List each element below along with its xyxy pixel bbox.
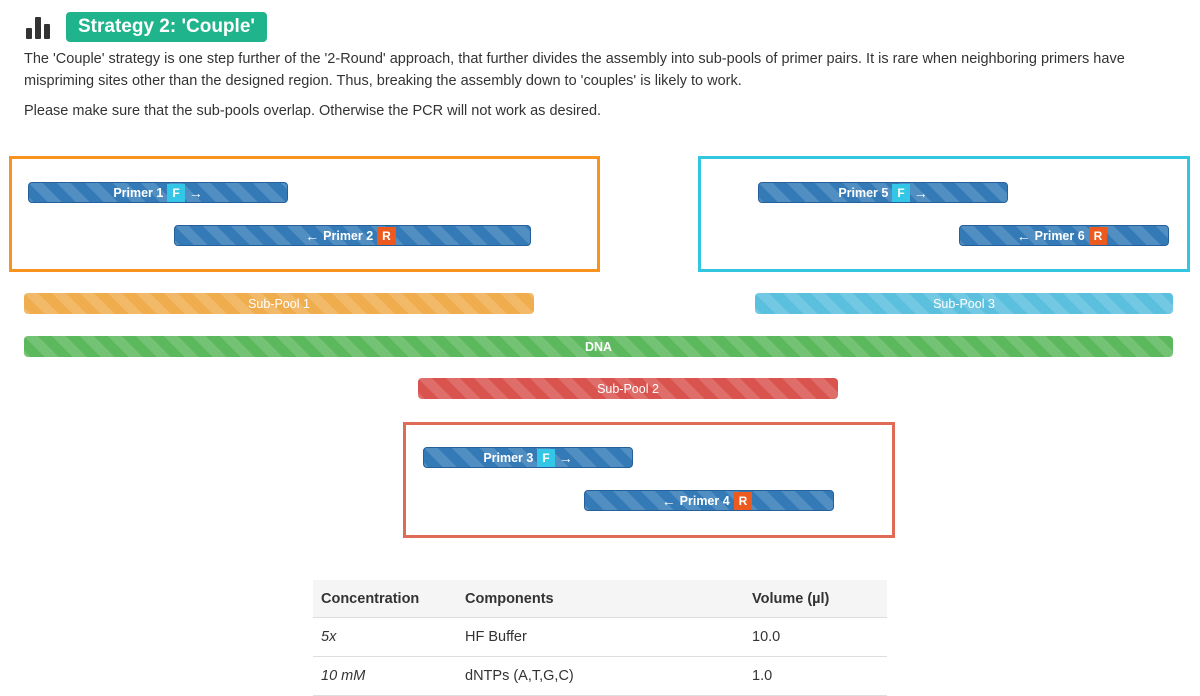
table-row: 10 mM dNTPs (A,T,G,C) 1.0 [313, 656, 887, 696]
primer-4-bar: ← Primer 4 R [584, 490, 834, 511]
dna-bar: DNA [24, 336, 1173, 357]
component-cell: HF Buffer [457, 617, 744, 657]
primer-label: Primer 6 [1034, 228, 1085, 243]
reverse-tag: R [1088, 226, 1108, 245]
sub-pool-2-bar: Sub-Pool 2 [418, 378, 838, 399]
primer-label: Primer 4 [679, 493, 730, 508]
volume-cell: 1.0 [744, 656, 887, 696]
bar-chart-icon [26, 15, 52, 39]
arrow-left-icon: ← [1016, 227, 1031, 244]
arrow-right-icon: → [188, 184, 203, 201]
reverse-tag: R [377, 226, 396, 245]
arrow-left-icon: ← [661, 492, 676, 509]
primer-5-bar: Primer 5 F → [758, 182, 1008, 203]
sub-pool-1-bar: Sub-Pool 1 [24, 293, 534, 314]
couple-box-2 [403, 422, 895, 538]
concentration-cell: 5x [313, 617, 457, 657]
forward-tag: F [892, 183, 910, 202]
volume-cell: 10.0 [744, 617, 887, 657]
arrow-right-icon: → [558, 449, 573, 466]
table-header-row: Concentration Components Volume (µl) [313, 580, 887, 618]
forward-tag: F [167, 183, 185, 202]
forward-tag: F [537, 448, 555, 467]
concentration-cell: 10 mM [313, 656, 457, 696]
primer-2-bar: ← Primer 2 R [174, 225, 531, 246]
arrow-right-icon: → [913, 184, 928, 201]
table-row: 5x HF Buffer 10.0 [313, 617, 887, 657]
overlap-note: Please make sure that the sub-pools over… [24, 103, 602, 119]
strategy-title: Strategy 2: 'Couple' [66, 12, 267, 42]
intro-paragraph: The 'Couple' strategy is one step furthe… [24, 51, 1125, 89]
primer-label: Primer 2 [323, 228, 374, 243]
couple-box-1 [9, 156, 600, 272]
column-header-components: Components [457, 580, 744, 618]
primer-6-bar: ← Primer 6 R [959, 225, 1169, 246]
component-cell: dNTPs (A,T,G,C) [457, 656, 744, 696]
couple-box-3 [698, 156, 1190, 272]
arrow-left-icon: ← [305, 227, 320, 244]
primer-label: Primer 5 [838, 185, 889, 200]
primer-label: Primer 1 [113, 185, 164, 200]
sub-pool-3-bar: Sub-Pool 3 [755, 293, 1173, 314]
reverse-tag: R [733, 491, 753, 510]
primer-label: Primer 3 [483, 450, 534, 465]
primer-3-bar: Primer 3 F → [423, 447, 633, 468]
section-header: Strategy 2: 'Couple' [26, 12, 267, 42]
components-table: Concentration Components Volume (µl) 5x … [313, 580, 887, 696]
column-header-volume: Volume (µl) [744, 580, 887, 618]
column-header-concentration: Concentration [313, 580, 457, 618]
primer-1-bar: Primer 1 F → [28, 182, 288, 203]
